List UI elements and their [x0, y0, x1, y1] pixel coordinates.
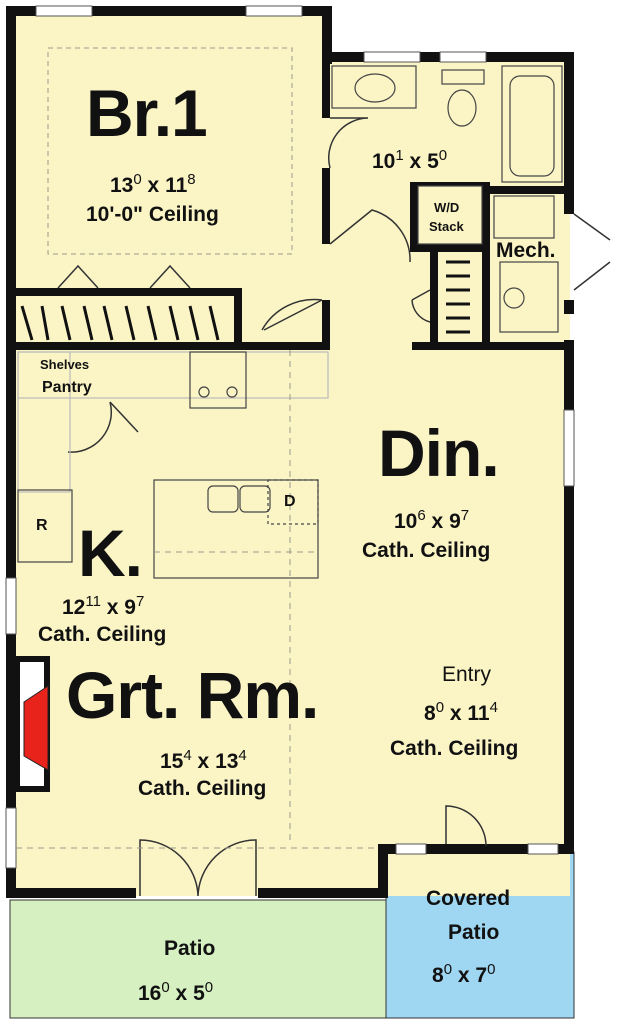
closet-bifold-doors — [57, 264, 191, 289]
br1-dimensions: 130 x 118 — [110, 171, 196, 197]
linen-shelving — [446, 260, 470, 334]
covered-patio-label-1: Covered — [426, 887, 511, 910]
wd-stack-label-2: Stack — [429, 219, 464, 234]
kitchen-title: K. — [78, 516, 143, 590]
bath-dimensions: 101 x 50 — [372, 147, 448, 173]
entry-label: Entry — [442, 663, 492, 686]
doors — [67, 117, 611, 897]
windows — [5, 5, 575, 869]
grt-rm-title: Grt. Rm. — [66, 658, 319, 732]
patio-label: Patio — [164, 937, 216, 960]
fireplace — [14, 656, 50, 792]
shelves-label: Shelves — [40, 357, 90, 372]
br1-ceiling-outline — [47, 47, 293, 255]
grt-rm-ceiling: Cath. Ceiling — [138, 777, 267, 800]
interior-walls — [12, 62, 574, 350]
pantry-label: Pantry — [42, 379, 92, 396]
entry-ceiling: Cath. Ceiling — [390, 737, 519, 760]
patio-area — [9, 899, 389, 1019]
br1-ceiling: 10'-0" Ceiling — [86, 203, 219, 226]
closet-shelving — [20, 305, 220, 341]
kitchen-dimensions: 1211 x 97 — [62, 593, 145, 619]
din-dimensions: 106 x 97 — [394, 507, 470, 533]
entry-dimensions: 80 x 114 — [424, 699, 498, 725]
mech-label: Mech. — [496, 239, 556, 262]
covered-patio-label-2: Patio — [448, 921, 500, 944]
floor-fill — [12, 10, 570, 896]
kitchen-fixtures — [17, 351, 329, 579]
patio-dimensions: 160 x 50 — [138, 979, 214, 1005]
dishwasher-label: D — [284, 493, 296, 510]
grt-rm-dimensions: 154 x 134 — [160, 747, 247, 773]
din-title: Din. — [378, 416, 500, 490]
fridge-label: R — [36, 517, 48, 534]
kitchen-ceiling: Cath. Ceiling — [38, 623, 167, 646]
wd-stack-label-1: W/D — [434, 200, 460, 215]
room-boundaries — [16, 350, 378, 849]
din-ceiling: Cath. Ceiling — [362, 539, 491, 562]
covered-patio-dimensions: 80 x 70 — [432, 961, 496, 987]
bath-fixtures — [331, 65, 563, 333]
br1-title: Br.1 — [86, 76, 208, 150]
